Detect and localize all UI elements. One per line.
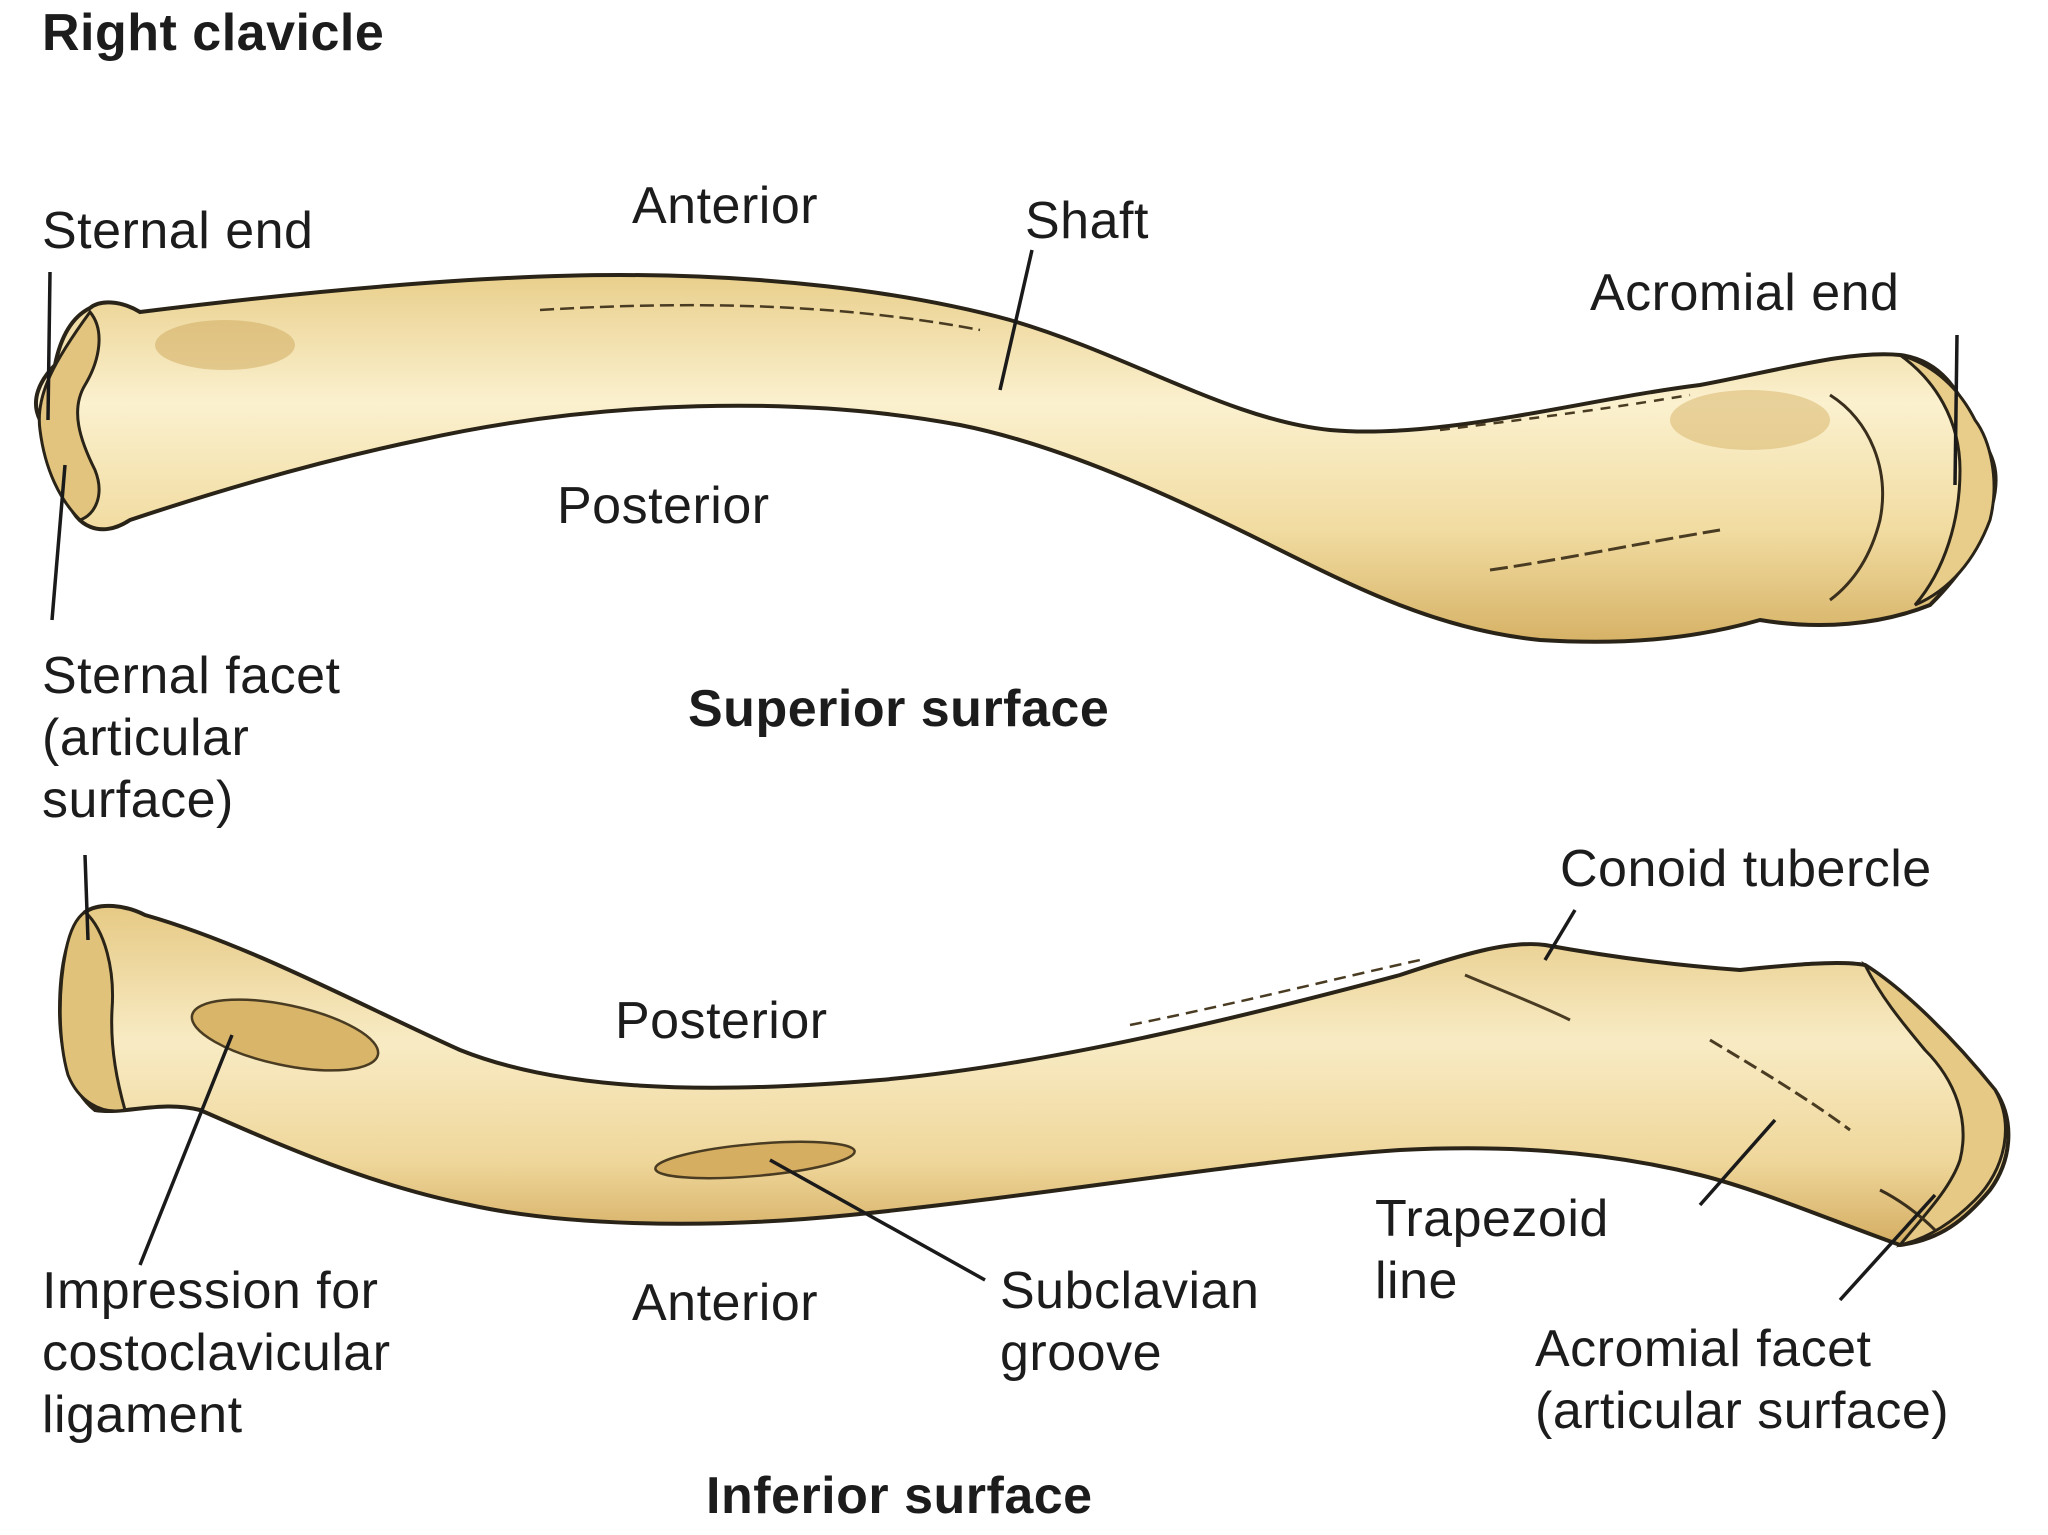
- superior-bone-body: [34, 272, 1998, 644]
- label-subclavian-groove: Subclavian groove: [1000, 1262, 1260, 1382]
- superior-acromial-facet: [1899, 353, 1996, 607]
- diagram-title: Right clavicle: [42, 4, 385, 62]
- conoid-tubercle-contour: [1464, 973, 1571, 1022]
- leader-sternal-end: [46, 271, 52, 421]
- label-sternal-end: Sternal end: [42, 202, 314, 260]
- inferior-bone-body: [57, 903, 2011, 1248]
- leader-impression: [138, 1034, 234, 1266]
- superior-lateral-ridge: [1489, 528, 1721, 572]
- leader-subclavian-groove: [769, 1158, 986, 1282]
- superior-acromial-contour: [1829, 393, 1885, 602]
- caption-inferior-surface: Inferior surface: [706, 1467, 1093, 1525]
- superior-sternal-facet: [37, 309, 101, 522]
- label-trapezoid-line: Trapezoid line: [1375, 1190, 1609, 1310]
- superior-lateral-shadow: [1670, 390, 1830, 450]
- leader-conoid-tubercle: [1543, 909, 1577, 961]
- subclavian-groove-mark: [654, 1140, 856, 1180]
- leader-inferior-sternal: [83, 854, 90, 941]
- label-impression-costoclavicular: Impression for costoclavicular ligament: [42, 1262, 391, 1444]
- trapezoid-line-mark: [1709, 1038, 1851, 1132]
- label-posterior-inferior: Posterior: [615, 992, 828, 1050]
- costoclavicular-impression: [190, 998, 380, 1072]
- inferior-clavicle-bone: [57, 903, 2011, 1248]
- label-conoid-tubercle: Conoid tubercle: [1560, 840, 1932, 898]
- superior-lateral-ridge-2: [1439, 393, 1691, 432]
- inferior-acromial-contour: [1879, 1188, 1937, 1232]
- leader-sternal-facet: [50, 464, 67, 621]
- leader-trapezoid-line: [1698, 1118, 1777, 1207]
- label-posterior-superior: Posterior: [557, 477, 770, 535]
- label-acromial-end: Acromial end: [1590, 264, 1900, 322]
- leader-acromial-end: [1953, 334, 1959, 486]
- inferior-sternal-facet: [58, 910, 127, 1113]
- superior-clavicle-bone: [34, 272, 1998, 644]
- leader-shaft: [998, 249, 1034, 391]
- label-sternal-facet: Sternal facet (articular surface): [42, 647, 341, 829]
- inferior-shaft-ridge: [1129, 958, 1421, 1027]
- superior-shaft-ridge: [539, 303, 981, 332]
- label-acromial-facet: Acromial facet (articular surface): [1535, 1320, 1950, 1440]
- leader-acromial-facet: [1838, 1193, 1937, 1302]
- superior-medial-shadow: [155, 320, 295, 370]
- inferior-acromial-facet: [1861, 960, 2007, 1248]
- label-shaft: Shaft: [1025, 192, 1149, 250]
- label-anterior-inferior: Anterior: [632, 1274, 819, 1332]
- leader-lines: [46, 249, 1959, 1302]
- label-anterior-superior: Anterior: [632, 177, 819, 235]
- caption-superior-surface: Superior surface: [688, 680, 1110, 738]
